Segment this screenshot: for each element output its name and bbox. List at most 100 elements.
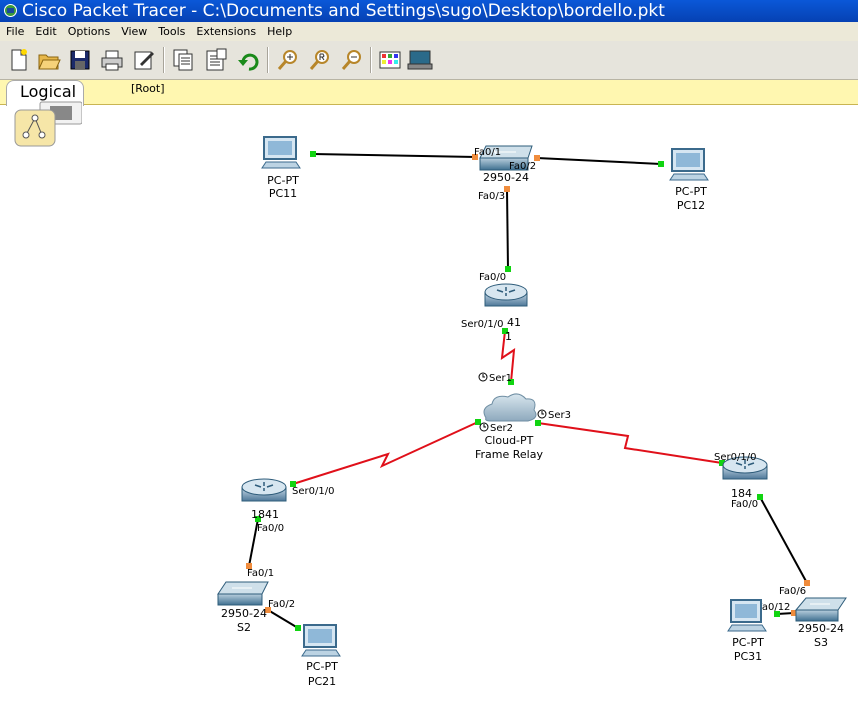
pc-icon: [669, 148, 709, 181]
pc31-type-label: PC-PT: [732, 636, 764, 649]
cloud-icon: [483, 393, 537, 422]
zoom-in-icon: [277, 50, 297, 70]
menu-tools[interactable]: Tools: [158, 25, 186, 38]
activity-wizard-button[interactable]: [130, 46, 158, 74]
clock-icon: [479, 422, 489, 432]
paste-button[interactable]: [202, 46, 230, 74]
r2-port-fa0-0: Fa0/0: [257, 523, 284, 534]
undo-button[interactable]: [235, 46, 263, 74]
save-icon: [70, 50, 90, 70]
window-title: Cisco Packet Tracer - C:\Documents and S…: [22, 1, 665, 21]
r3-port-ser0-1-0: Ser0/1/0: [714, 452, 756, 463]
menu-extensions[interactable]: Extensions: [196, 25, 257, 38]
zoom-reset-icon: [309, 50, 329, 70]
pc12-device[interactable]: PC-PT PC12: [669, 148, 709, 212]
toolbar-separator: [163, 47, 165, 73]
r1-name-label: 1: [505, 330, 512, 343]
palette-icon: [379, 51, 401, 69]
clock-icon: [478, 372, 488, 382]
zoom-in-button[interactable]: [274, 46, 302, 74]
r1-model-label: 41: [507, 316, 521, 329]
cloud-port-ser3: Ser3: [548, 410, 571, 421]
new-icon: [11, 49, 27, 71]
main-toolbar: [0, 41, 858, 80]
router-icon: [722, 456, 768, 480]
activity-wizard-icon: [134, 51, 154, 70]
pc31-device[interactable]: PC-PT PC31: [727, 599, 767, 663]
pc12-name-label: PC12: [677, 199, 705, 212]
router-r2-device[interactable]: Ser0/1/0 1841 Fa0/0: [241, 478, 334, 534]
toolbar-separator: [267, 47, 269, 73]
switch-s2-device[interactable]: Fa0/1 Fa0/2 2950-24 S2: [217, 568, 295, 634]
zoom-out-button[interactable]: [338, 46, 366, 74]
switch-s3-device[interactable]: Fa0/6 Fa0/12 2950-24 S3: [757, 586, 847, 649]
s2-port-fa0-2: Fa0/2: [268, 599, 295, 610]
paste-icon: [206, 48, 227, 71]
print-button[interactable]: [98, 46, 126, 74]
link-r3-s3[interactable]: [759, 496, 808, 584]
menu-options[interactable]: Options: [67, 25, 111, 38]
logical-navigation-icon[interactable]: [14, 109, 56, 147]
packet-tracer-app-icon: [4, 4, 17, 17]
pc21-name-label: PC21: [308, 675, 336, 688]
pc12-type-label: PC-PT: [675, 185, 707, 198]
workspace-tab-bar: Logical: [0, 80, 858, 106]
pc21-type-label: PC-PT: [306, 660, 338, 673]
router-icon: [484, 283, 528, 307]
serial-r1-cloud[interactable]: [500, 330, 516, 383]
r3-port-fa0-0: Fa0/0: [731, 499, 758, 510]
copy-button[interactable]: [169, 46, 197, 74]
cloud-frame-relay-device[interactable]: Ser1 Ser2 Ser3 Cloud-PT Frame Relay: [475, 372, 571, 461]
menu-file[interactable]: File: [6, 25, 25, 38]
cloud-port-ser2: Ser2: [490, 423, 513, 434]
link-sw1-pc12[interactable]: [536, 157, 662, 165]
logical-workspace[interactable]: PC-PT PC11 PC-PT PC12 Fa0/1 Fa0/2 2950-2…: [0, 105, 858, 707]
breadcrumb[interactable]: [Root]: [131, 82, 165, 95]
zoom-out-icon: [341, 50, 361, 70]
open-button[interactable]: [35, 46, 63, 74]
switch-icon: [217, 581, 269, 606]
cloud-name-label: Frame Relay: [475, 448, 543, 461]
pc21-device[interactable]: PC-PT PC21: [301, 624, 341, 688]
copy-icon: [173, 49, 193, 71]
sw1-port-fa0-2: Fa0/2: [509, 161, 536, 172]
router-icon: [241, 478, 287, 502]
router-r3-device[interactable]: Ser0/1/0 184 Fa0/0: [714, 452, 768, 510]
palette-button[interactable]: [376, 46, 404, 74]
pc-icon: [261, 136, 301, 169]
router-r1-device[interactable]: Fa0/0 41 Ser0/1/0 1: [461, 272, 528, 343]
pc11-device[interactable]: PC-PT PC11: [261, 136, 301, 200]
pc31-name-label: PC31: [734, 650, 762, 663]
link-sw1-r1[interactable]: [506, 189, 509, 270]
pc-icon: [301, 624, 341, 657]
r1-port-ser0-1-0: Ser0/1/0: [461, 319, 503, 330]
pc11-type-label: PC-PT: [267, 174, 299, 187]
print-icon: [101, 50, 123, 71]
cloud-port-ser1: Ser1: [489, 373, 512, 384]
new-button[interactable]: [4, 46, 32, 74]
switch1-device[interactable]: Fa0/1 Fa0/2 2950-24 Fa0/3: [474, 145, 536, 202]
serial-cloud-r3[interactable]: [537, 422, 723, 464]
undo-icon: [238, 53, 259, 71]
r2-port-ser0-1-0: Ser0/1/0: [292, 486, 334, 497]
save-button[interactable]: [66, 46, 94, 74]
sw1-port-fa0-1: Fa0/1: [474, 147, 501, 158]
open-icon: [38, 54, 61, 70]
link-pc11-sw1[interactable]: [312, 153, 477, 158]
s3-name-label: S3: [814, 636, 828, 649]
r1-port-fa0-0: Fa0/0: [479, 272, 506, 283]
title-bar: Cisco Packet Tracer - C:\Documents and S…: [0, 0, 858, 22]
pc11-name-label: PC11: [269, 187, 297, 200]
link-r2-s2[interactable]: [248, 518, 259, 567]
sw1-port-fa0-3: Fa0/3: [478, 191, 505, 202]
navigation-icons: [14, 101, 82, 147]
device-template-button[interactable]: [406, 46, 434, 74]
topology-canvas[interactable]: PC-PT PC11 PC-PT PC12 Fa0/1 Fa0/2 2950-2…: [0, 105, 858, 707]
menu-edit[interactable]: Edit: [35, 25, 57, 38]
menu-help[interactable]: Help: [267, 25, 293, 38]
clock-icon: [537, 409, 547, 419]
menu-view[interactable]: View: [121, 25, 148, 38]
link-s2-pc21[interactable]: [267, 609, 299, 629]
zoom-reset-button[interactable]: [306, 46, 334, 74]
serial-r2-cloud[interactable]: [292, 421, 479, 485]
